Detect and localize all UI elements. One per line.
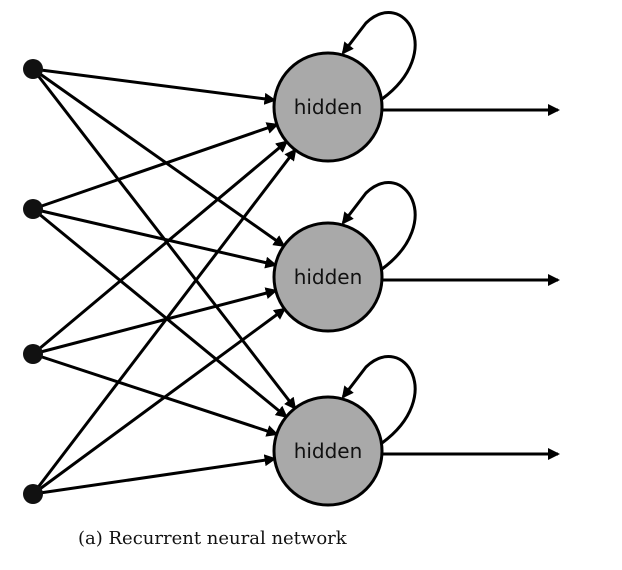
hidden-node: hidden [272,221,384,333]
hidden-node-circle [272,221,384,333]
input-hidden-edge [32,140,289,356]
input-node [23,344,43,364]
recurrent-loop-edge [341,355,417,445]
input-hidden-edge [32,207,278,269]
hidden-node-label: hidden [294,439,363,463]
hidden-node: hidden [272,395,384,507]
input-hidden-edge [32,454,277,496]
input-hidden-edge [32,67,286,248]
recurrent-loop-edge [341,11,417,101]
input-hidden-edge [32,287,278,356]
input-hidden-edge [32,207,288,419]
input-hidden-edge [32,122,279,211]
input-hidden-edge [32,352,279,437]
recurrent-loop-edge [341,181,417,271]
input-node [23,484,43,504]
input-hidden-edge [32,307,287,496]
input-hidden-edge [32,67,277,105]
hidden-node-label: hidden [294,265,363,289]
recurrent-loops [341,11,417,445]
hidden-node-label: hidden [294,95,363,119]
hidden-node: hidden [272,51,384,163]
input-node [23,59,43,79]
hidden-node-circle [272,51,384,163]
hidden-node-circle [272,395,384,507]
input-layer [23,59,43,504]
output-connections [382,104,560,460]
hidden-layer: hidden hidden hidden [272,51,384,507]
input-hidden-edge [31,148,297,495]
diagram-caption: (a) Recurrent neural network [78,528,347,549]
input-to-hidden-connections [31,67,297,496]
input-node [23,199,43,219]
